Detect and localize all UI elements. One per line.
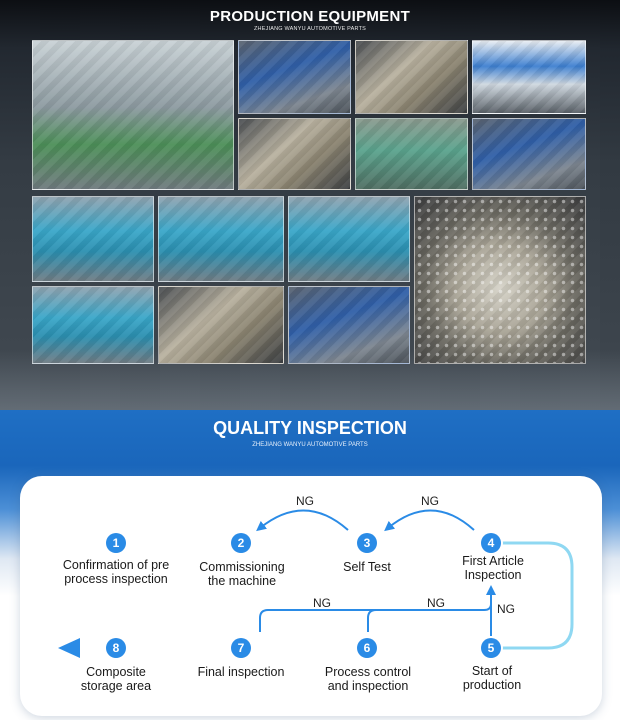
ng-arc-3-to-2 xyxy=(256,509,349,532)
flow-arrowhead-left xyxy=(58,638,80,658)
photo-display-board xyxy=(472,40,586,114)
photo-motor-unit xyxy=(158,286,284,364)
ng-label-6: NG xyxy=(427,596,445,610)
inspection-flow-panel xyxy=(20,476,602,716)
step-node-4: 4 xyxy=(481,533,501,553)
step-node-5: 5 xyxy=(481,638,501,658)
photo-heat-treatment-3 xyxy=(288,196,410,282)
flow-line-loop xyxy=(490,541,574,650)
photo-furnace-line xyxy=(32,286,154,364)
photo-bolts-closeup xyxy=(414,196,586,364)
ng-arc-4-to-3 xyxy=(384,509,475,532)
step-node-6: 6 xyxy=(357,638,377,658)
photo-heat-treatment-2 xyxy=(158,196,284,282)
photo-machine-interior xyxy=(238,118,351,190)
production-subtitle: ZHEJIANG WANYU AUTOMOTIVE PARTS xyxy=(253,26,367,32)
photo-workers-line xyxy=(472,118,586,190)
ng-label-3-to-2: NG xyxy=(296,494,314,508)
photo-worker-machine xyxy=(238,40,351,114)
production-title: PRODUCTION EQUIPMENT xyxy=(209,8,411,25)
step-label-7: Final inspection xyxy=(197,665,285,679)
step-node-1: 1 xyxy=(106,533,126,553)
ng-line-6 xyxy=(367,609,377,632)
quality-title: QUALITY INSPECTION xyxy=(213,418,407,438)
step-node-8: 8 xyxy=(106,638,126,658)
ng-label-5-to-4: NG xyxy=(497,602,515,616)
photo-workshop xyxy=(32,40,234,190)
photo-heat-treatment-1 xyxy=(32,196,154,282)
photo-parts-machine xyxy=(355,40,468,114)
step-node-7: 7 xyxy=(231,638,251,658)
ng-line-7 xyxy=(259,603,492,632)
step-node-2: 2 xyxy=(231,533,251,553)
photo-parts-bin xyxy=(355,118,468,190)
photo-inspection-workers xyxy=(288,286,410,364)
step-label-3: Self Test xyxy=(343,560,391,574)
ng-label-7: NG xyxy=(313,596,331,610)
quality-subtitle: ZHEJIANG WANYU AUTOMOTIVE PARTS xyxy=(252,442,368,448)
step-node-3: 3 xyxy=(357,533,377,553)
ng-label-4-to-3: NG xyxy=(421,494,439,508)
